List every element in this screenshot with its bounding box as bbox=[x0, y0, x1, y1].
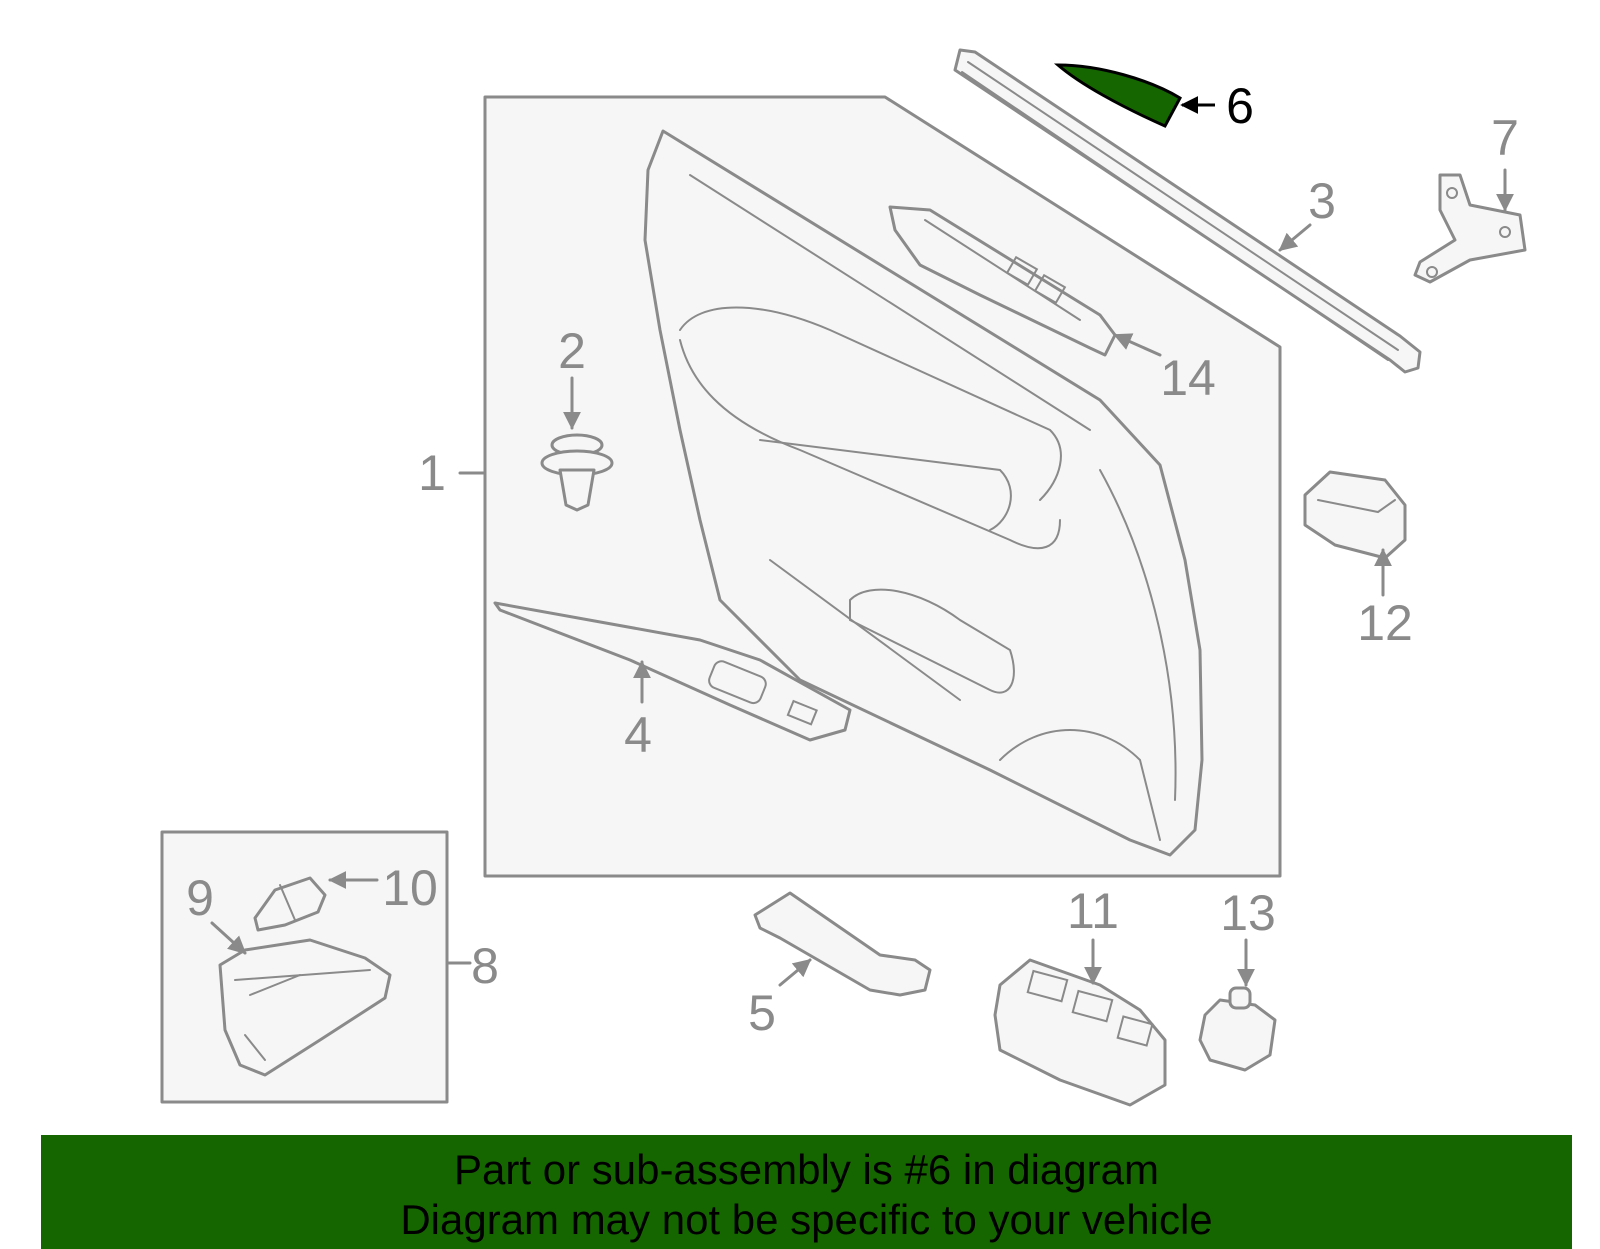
part-4-armrest-trim[interactable] bbox=[493, 601, 852, 742]
info-banner: Part or sub-assembly is #6 in diagram Di… bbox=[41, 1135, 1572, 1249]
door-trim-panel bbox=[643, 129, 1204, 857]
callout-13: 13 bbox=[1220, 885, 1276, 941]
callout-10: 10 bbox=[382, 860, 438, 916]
leader-lines bbox=[210, 96, 1514, 987]
part-12-switch[interactable] bbox=[1303, 470, 1407, 560]
callout-14: 14 bbox=[1160, 350, 1216, 406]
callout-7: 7 bbox=[1491, 110, 1519, 166]
callout-12: 12 bbox=[1357, 595, 1413, 651]
callout-8: 8 bbox=[471, 938, 499, 994]
part-14-switch-bezel[interactable] bbox=[888, 205, 1117, 357]
banner-line-2: Diagram may not be specific to your vehi… bbox=[400, 1196, 1213, 1243]
part-7-bracket[interactable] bbox=[1413, 173, 1527, 284]
callout-9: 9 bbox=[186, 870, 214, 926]
part-10-bulb[interactable] bbox=[253, 876, 327, 932]
part-13-switch[interactable] bbox=[1198, 986, 1277, 1072]
part-6-highlighted[interactable] bbox=[1053, 63, 1182, 128]
part-3-belt-molding[interactable] bbox=[953, 48, 1422, 374]
callout-11: 11 bbox=[1067, 883, 1119, 939]
part-9-lamp-housing[interactable] bbox=[218, 938, 392, 1077]
part-5-handle-trim[interactable] bbox=[753, 891, 932, 997]
callout-1: 1 bbox=[418, 445, 446, 501]
callout-5: 5 bbox=[748, 985, 776, 1041]
banner-line-1: Part or sub-assembly is #6 in diagram bbox=[454, 1146, 1159, 1193]
part-2-clip[interactable] bbox=[540, 433, 614, 512]
callout-2: 2 bbox=[558, 323, 586, 379]
part-11-window-switch[interactable] bbox=[993, 958, 1167, 1107]
callout-6: 6 bbox=[1226, 78, 1254, 134]
callout-3: 3 bbox=[1308, 173, 1336, 229]
callout-4: 4 bbox=[624, 707, 652, 763]
